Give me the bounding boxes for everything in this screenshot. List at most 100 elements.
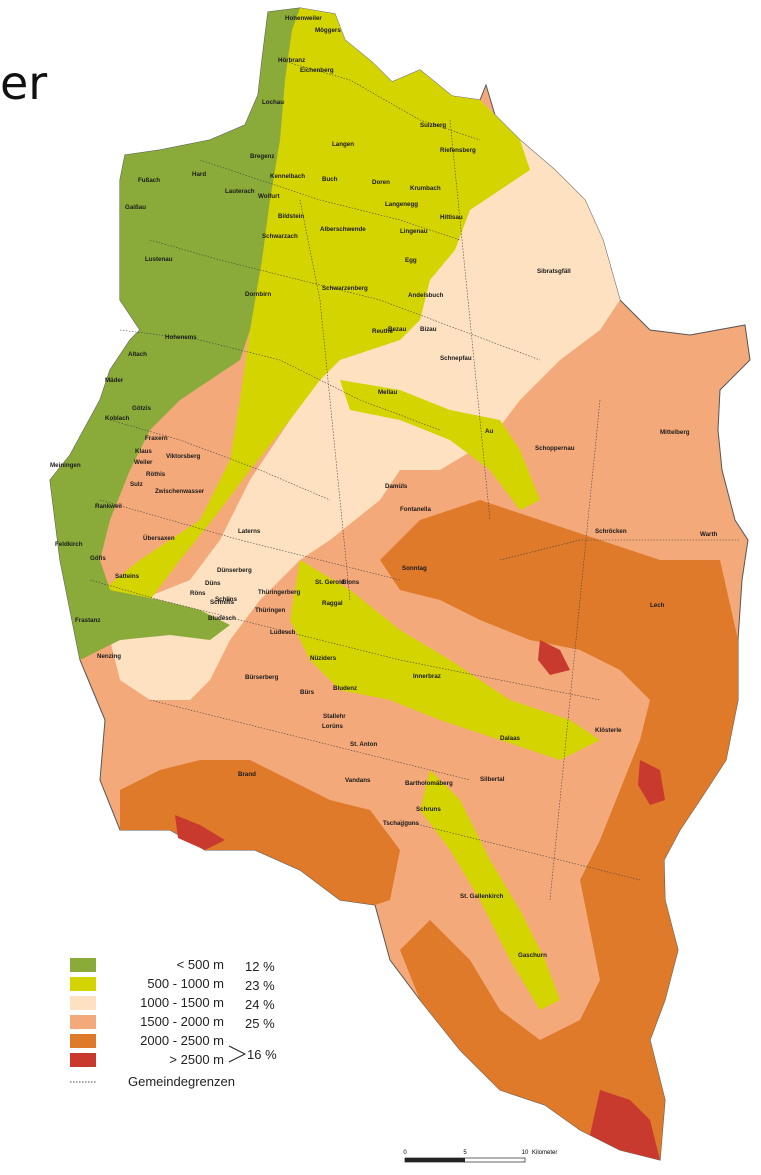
place-label: Innerbraz	[413, 673, 441, 680]
place-label: Riefensberg	[440, 147, 476, 154]
place-label: Fußach	[138, 177, 160, 184]
place-label: Lustenau	[145, 256, 173, 263]
scale-bar-fill	[405, 1158, 465, 1162]
place-label: Sibratsgfäll	[537, 268, 571, 275]
place-label: Doren	[372, 179, 390, 186]
zone-above-2500-south	[590, 1090, 660, 1160]
legend-swatch	[70, 958, 96, 972]
place-label: Röns	[190, 590, 206, 597]
place-label: Bludesch	[208, 615, 236, 622]
legend-combined-percent: 16 %	[247, 1047, 277, 1062]
zone-500-1000-valley-b	[420, 770, 560, 1010]
place-label: Egg	[405, 257, 417, 264]
place-label: Au	[485, 428, 493, 435]
place-label: Bildstein	[278, 213, 304, 220]
place-label: Hörbranz	[278, 57, 305, 64]
legend-percent: 25 %	[245, 1016, 275, 1031]
legend-label: 1000 - 1500 m	[140, 995, 224, 1010]
place-label: Altach	[128, 351, 147, 358]
place-label: Zwischenwasser	[155, 488, 205, 495]
place-label: Lauterach	[225, 188, 255, 195]
place-label: Götzis	[132, 405, 151, 412]
place-label: Sonntag	[402, 565, 427, 572]
place-label: Weiler	[134, 459, 153, 466]
place-label: Kennelbach	[270, 173, 305, 180]
place-label: Fraxern	[145, 435, 168, 442]
legend-swatch	[70, 996, 96, 1010]
place-label: St. Gerold	[315, 579, 345, 586]
place-label: Lochau	[262, 99, 284, 106]
legend-label: 2000 - 2500 m	[140, 1033, 224, 1048]
place-label: Sulzberg	[420, 122, 446, 129]
place-label: Thüringerberg	[258, 589, 301, 596]
place-label: Hard	[192, 171, 206, 178]
place-label: Andelsbuch	[408, 292, 444, 299]
place-label: Bezau	[388, 326, 406, 333]
place-label: St. Anton	[350, 741, 377, 748]
place-label: Schruns	[416, 806, 441, 813]
place-label: Mittelberg	[660, 429, 690, 436]
place-label: Rankweil	[95, 503, 122, 510]
place-label: Satteins	[115, 573, 140, 580]
terrain-layers	[49, 7, 751, 1161]
zone-2000-2500	[380, 500, 738, 1160]
place-label: Frastanz	[75, 617, 100, 624]
place-label: Mäder	[105, 377, 124, 384]
legend-swatch	[70, 1034, 96, 1048]
place-label: Schnifis	[210, 599, 235, 606]
place-label: Bartholomäberg	[405, 780, 453, 787]
place-label: Tschagguns	[383, 820, 420, 827]
legend-percent: 24 %	[245, 997, 275, 1012]
place-label: Warth	[700, 531, 718, 538]
legend-label: 1500 - 2000 m	[140, 1014, 224, 1029]
legend-percent: 12 %	[245, 959, 275, 974]
place-label: Feldkirch	[55, 541, 83, 548]
legend-label: < 500 m	[177, 957, 224, 972]
place-label: Langen	[332, 141, 354, 148]
legend-swatch	[70, 977, 96, 991]
place-label: Wolfurt	[258, 193, 280, 200]
place-label: Fontanella	[400, 506, 431, 513]
place-label: Schwarzenberg	[322, 285, 368, 292]
place-label: Sulz	[130, 481, 143, 488]
place-label: Koblach	[105, 415, 130, 422]
place-label: Schröcken	[595, 528, 627, 535]
place-label: Gaißau	[125, 204, 146, 211]
municipal-boundaries	[89, 59, 740, 901]
place-label: Blons	[342, 579, 360, 586]
place-label: Vandans	[345, 777, 371, 784]
place-label: Göfis	[90, 555, 106, 562]
zone-above-2500-centre	[538, 640, 570, 675]
place-label: Krumbach	[410, 185, 441, 192]
place-label: Raggal	[322, 600, 343, 607]
place-label: Viktorsberg	[166, 453, 200, 460]
place-label: Dornbirn	[245, 291, 271, 298]
place-label: Lech	[650, 602, 665, 609]
place-label: Damüls	[385, 483, 408, 490]
legend-percent: 23 %	[245, 978, 275, 993]
zone-500-1000-valley-c	[340, 380, 540, 510]
place-label: Thüringen	[255, 607, 285, 614]
legend-swatch	[70, 1015, 96, 1029]
place-labels: HohenweilerMöggersHörbranzEichenbergLoch…	[50, 15, 718, 959]
place-label: Brand	[238, 771, 256, 778]
place-label: Röthis	[146, 471, 166, 478]
scale-tick-10: 10	[522, 1150, 529, 1156]
place-label: Ludesch	[270, 629, 296, 636]
legend-swatch	[70, 1053, 96, 1067]
place-label: Buch	[322, 176, 338, 183]
place-label: Meiningen	[50, 462, 81, 469]
place-label: Möggers	[315, 27, 341, 34]
title-fragment: er	[0, 56, 48, 110]
zone-above-2500-east	[638, 760, 665, 805]
zone-500-1000	[90, 8, 530, 640]
place-label: Langenegg	[385, 201, 418, 208]
place-label: Übersaxen	[143, 535, 175, 542]
place-label: Hohenems	[165, 334, 197, 341]
legend-label: 500 - 1000 m	[147, 976, 224, 991]
place-label: Bürs	[300, 689, 315, 696]
zone-above-2500-sw	[175, 815, 225, 850]
zone-500-1000-valley-a	[290, 560, 600, 760]
place-label: Klösterle	[595, 727, 622, 734]
